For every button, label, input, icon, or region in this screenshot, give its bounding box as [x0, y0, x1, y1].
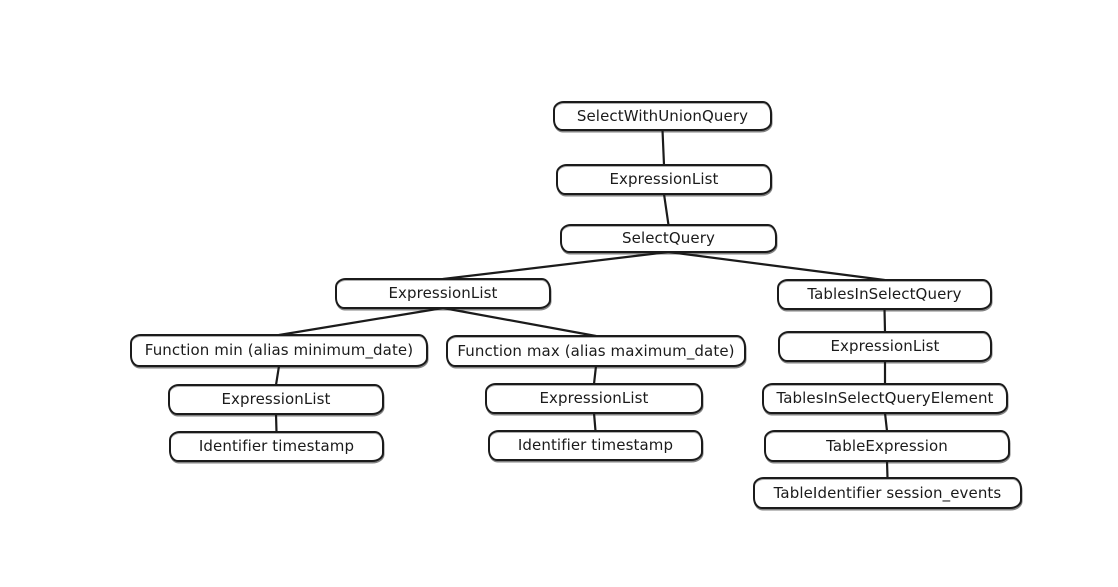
- edge-expression-list-max-to-identifier-timestamp-max: [592, 411, 597, 433]
- node-function-min: Function min (alias minimum_date): [130, 334, 428, 367]
- node-expression-list-root: ExpressionList: [556, 164, 772, 195]
- edge-function-min-to-expression-list-min: [274, 364, 281, 387]
- node-tables-in-select-query: TablesInSelectQuery: [777, 279, 992, 310]
- edge-table-expression-to-table-identifier-session-events: [885, 459, 889, 480]
- edge-function-max-to-expression-list-max: [592, 364, 598, 386]
- node-select-query: SelectQuery: [560, 224, 777, 253]
- node-identifier-timestamp-max: Identifier timestamp: [488, 430, 703, 461]
- node-expression-list-min: ExpressionList: [168, 384, 384, 415]
- edge-expression-list-root-to-select-query: [662, 192, 670, 227]
- node-expression-list-tables: ExpressionList: [778, 331, 992, 362]
- node-expression-list-max: ExpressionList: [485, 383, 703, 414]
- edge-select-with-union-query-to-expression-list-root: [661, 128, 666, 167]
- edge-select-query-to-tables-in-select-query: [667, 250, 886, 282]
- node-select-with-union-query: SelectWithUnionQuery: [553, 101, 772, 131]
- node-table-expression: TableExpression: [764, 430, 1010, 462]
- edge-expression-list-select-to-function-max: [441, 306, 598, 338]
- edge-expression-list-min-to-identifier-timestamp-min: [274, 412, 278, 434]
- edge-tables-in-select-query-to-expression-list-tables: [883, 307, 887, 334]
- edge-tables-in-select-query-element-to-table-expression: [883, 411, 889, 433]
- edge-expression-list-select-to-function-min: [277, 306, 445, 337]
- edge-select-query-to-expression-list-select: [441, 250, 670, 281]
- node-table-identifier-session-events: TableIdentifier session_events: [753, 477, 1022, 509]
- node-expression-list-select: ExpressionList: [335, 278, 551, 309]
- node-tables-in-select-query-element: TablesInSelectQueryElement: [762, 383, 1008, 414]
- node-identifier-timestamp-min: Identifier timestamp: [169, 431, 384, 462]
- node-function-max: Function max (alias maximum_date): [446, 335, 746, 367]
